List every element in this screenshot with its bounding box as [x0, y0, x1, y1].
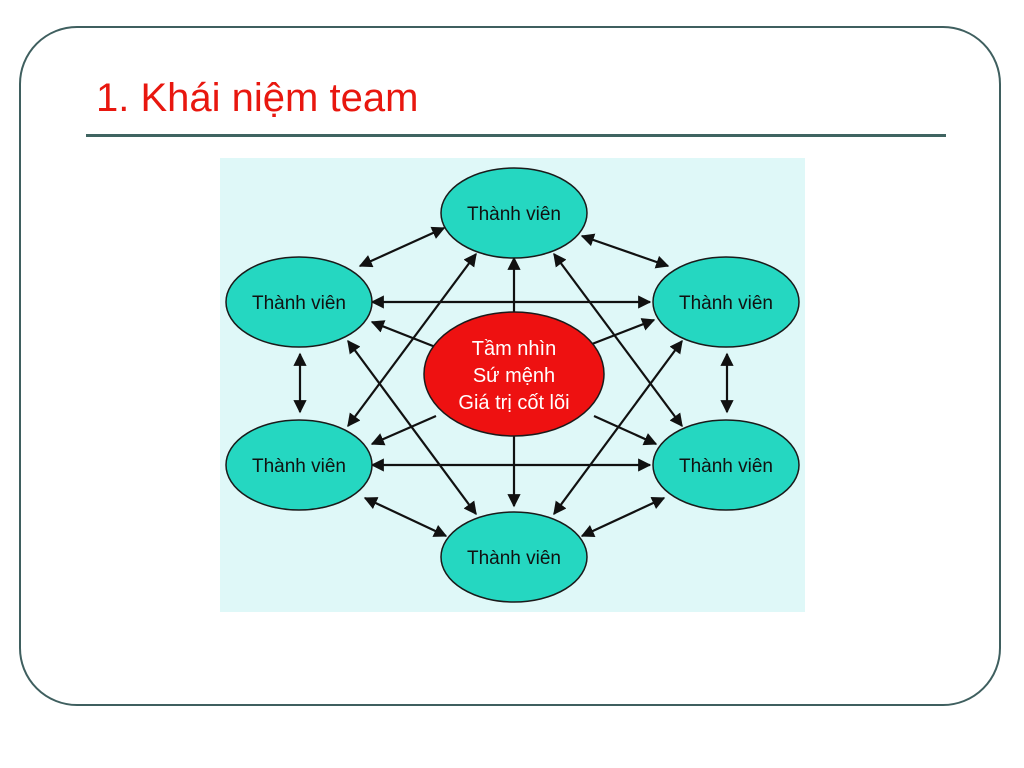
- connector-center-bottomleft: [370, 414, 437, 446]
- member-node-top: Thành viên: [440, 167, 588, 259]
- connector-center-topright: [591, 318, 656, 346]
- member-node-bottom: Thành viên: [440, 511, 588, 603]
- center-line-vision: Tầm nhìn: [472, 338, 556, 360]
- member-node-bottom-left-shape: [225, 419, 373, 511]
- member-node-top-left: Thành viên: [225, 256, 373, 348]
- team-diagram-svg: Thành viên Thành viên Thành viên Thành v…: [220, 158, 805, 612]
- member-node-bottom-right: Thành viên: [652, 419, 800, 511]
- connector-layer: [293, 226, 734, 537]
- center-node: Tầm nhìn Sứ mệnh Giá trị cốt lõi: [423, 311, 605, 437]
- member-node-top-right-label: Thành viên: [679, 293, 773, 314]
- slide-frame: [19, 26, 1001, 706]
- member-node-top-shape: [440, 167, 588, 259]
- connector-center-bottomright: [593, 414, 658, 446]
- member-node-top-right-shape: [652, 256, 800, 348]
- center-line-mission: Sứ mệnh: [473, 365, 555, 387]
- member-node-top-right: Thành viên: [652, 256, 800, 348]
- slide-title: 1. Khái niệm team: [96, 76, 419, 120]
- member-node-bottom-right-shape: [652, 419, 800, 511]
- member-node-bottom-shape: [440, 511, 588, 603]
- member-node-bottom-label: Thành viên: [467, 548, 561, 569]
- member-node-bottom-left-label: Thành viên: [252, 456, 346, 477]
- member-node-bottom-right-label: Thành viên: [679, 456, 773, 477]
- member-node-top-left-label: Thành viên: [252, 293, 346, 314]
- member-node-top-left-shape: [225, 256, 373, 348]
- center-line-core-values: Giá trị cốt lõi: [458, 392, 569, 414]
- title-underline: [86, 134, 946, 137]
- member-node-bottom-left: Thành viên: [225, 419, 373, 511]
- member-node-top-label: Thành viên: [467, 204, 561, 225]
- center-node-shape: [423, 311, 605, 437]
- team-diagram: Thành viên Thành viên Thành viên Thành v…: [220, 158, 805, 612]
- member-nodes: Thành viên Thành viên Thành viên Thành v…: [225, 167, 800, 603]
- connector-center-topleft: [370, 320, 439, 350]
